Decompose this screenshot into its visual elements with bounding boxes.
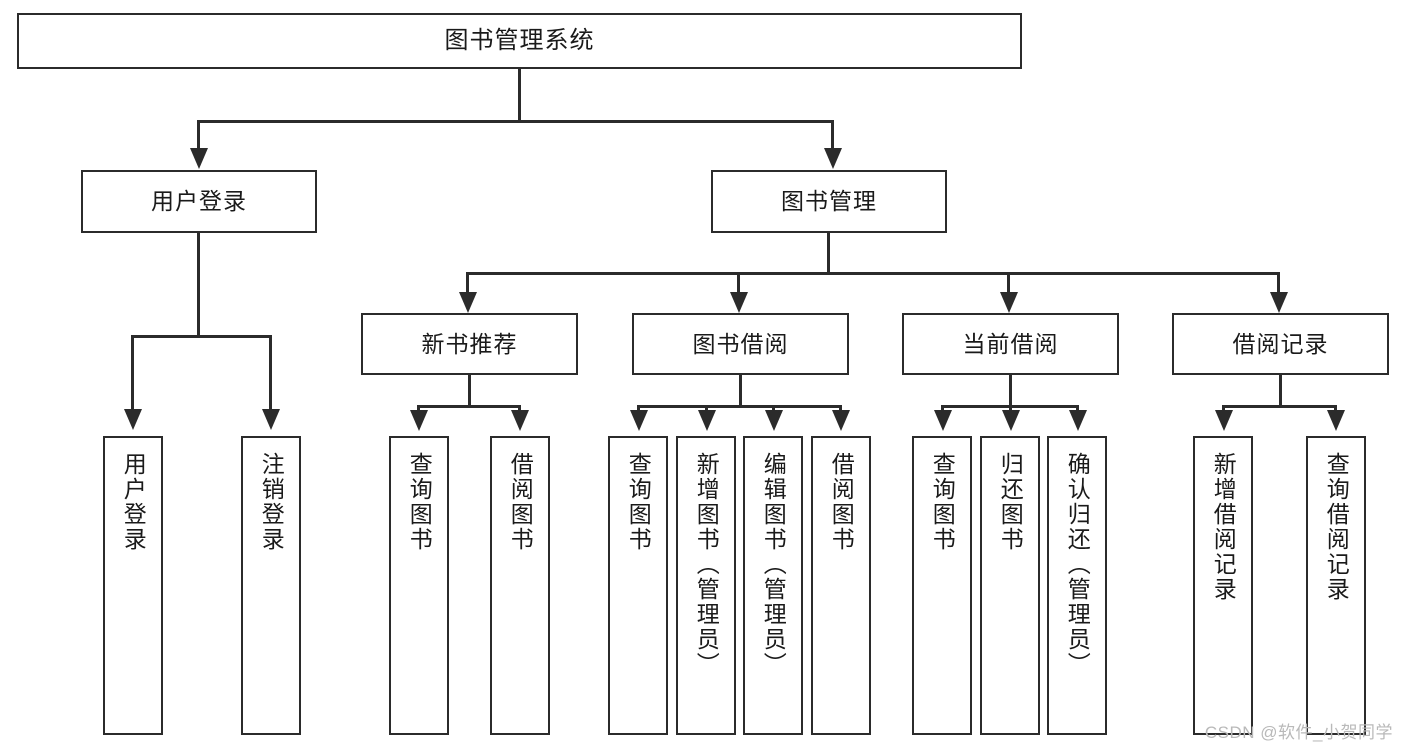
node-label: 借阅记录 [1232,330,1329,357]
connector-book-borrow-drop-3 [772,405,775,413]
leaf-borrow-book[interactable]: 借阅图书 [811,436,871,735]
arrow-to-leaf-query-record [1327,410,1345,431]
connector-user-login-drop-1 [131,335,134,411]
node-label: 图书管理 [781,188,877,214]
arrow-to-leaf-borrow-book-2 [832,410,850,431]
arrow-to-leaf-user-login [124,409,142,430]
connector-book-manage-stem [827,233,830,275]
node-label: 查询图书 [625,452,652,552]
node-label: 当前借阅 [962,330,1059,357]
connector-new-book-drop-1 [417,405,420,413]
leaf-edit-book-admin[interactable]: 编辑图书（管理员） [743,436,803,735]
arrow-to-current-borrow [1000,292,1018,313]
connector-current-borrow-drop-3 [1076,405,1079,413]
leaf-user-login[interactable]: 用户登录 [103,436,163,735]
node-label: 图书管理系统 [444,27,595,54]
leaf-add-borrow-record[interactable]: 新增借阅记录 [1193,436,1253,735]
node-label: 借阅图书 [828,452,855,552]
node-label: 查询图书 [406,452,433,552]
node-label: 图书借阅 [692,330,789,357]
connector-book-borrow-drop-2 [705,405,708,413]
arrow-to-leaf-logout [262,409,280,430]
connector-root-bar [197,120,834,123]
node-label: 借阅图书 [507,452,534,552]
connector-current-borrow-drop-1 [941,405,944,413]
connector-book-manage-drop-3 [1007,272,1010,294]
connector-book-manage-drop-2 [737,272,740,294]
arrow-to-leaf-edit-book [765,410,783,431]
node-new-book-recommend[interactable]: 新书推荐 [361,313,578,375]
leaf-confirm-return-admin[interactable]: 确认归还（管理员） [1047,436,1107,735]
connector-user-login-stem [197,233,200,337]
connector-book-borrow-drop-4 [839,405,842,413]
node-label: 查询图书 [929,452,956,552]
arrow-to-leaf-borrow-book-1 [511,410,529,431]
leaf-query-book-borrow[interactable]: 查询图书 [608,436,668,735]
connector-current-borrow-drop-2 [1009,405,1012,413]
node-root-system[interactable]: 图书管理系统 [17,13,1022,69]
arrow-to-leaf-query-book-1 [410,410,428,431]
arrow-to-leaf-query-book-3 [934,410,952,431]
leaf-query-borrow-record[interactable]: 查询借阅记录 [1306,436,1366,735]
connector-borrow-record-drop-2 [1334,405,1337,413]
node-label: 确认归还（管理员） [1064,452,1091,677]
leaf-query-book-recommend[interactable]: 查询图书 [389,436,449,735]
leaf-logout[interactable]: 注销登录 [241,436,301,735]
connector-user-login-drop-2 [269,335,272,411]
node-label: 新书推荐 [421,330,518,357]
connector-borrow-record-bar [1222,405,1337,408]
arrow-root-to-book-manage [824,148,842,169]
connector-borrow-record-drop-1 [1222,405,1225,413]
node-current-borrow[interactable]: 当前借阅 [902,313,1119,375]
connector-book-manage-drop-1 [466,272,469,294]
node-borrow-record[interactable]: 借阅记录 [1172,313,1389,375]
connector-book-borrow-stem [739,375,742,407]
connector-borrow-record-stem [1279,375,1282,407]
node-label: 归还图书 [997,452,1024,552]
leaf-add-book-admin[interactable]: 新增图书（管理员） [676,436,736,735]
leaf-return-book[interactable]: 归还图书 [980,436,1040,735]
connector-book-borrow-drop-1 [637,405,640,413]
node-label: 查询借阅记录 [1323,452,1350,602]
connector-root-drop-1 [197,120,200,150]
connector-new-book-drop-2 [518,405,521,413]
arrow-to-book-borrow [730,292,748,313]
csdn-watermark: CSDN @软件_小贺同学 [1204,723,1393,742]
node-label: 编辑图书（管理员） [760,452,787,677]
node-book-management[interactable]: 图书管理 [711,170,947,233]
arrow-to-leaf-confirm-return [1069,410,1087,431]
connector-current-borrow-stem [1009,375,1012,407]
arrow-to-leaf-query-book-2 [630,410,648,431]
connector-book-manage-bar [466,272,1280,275]
leaf-query-book-current[interactable]: 查询图书 [912,436,972,735]
connector-book-borrow-bar [637,405,841,408]
node-label: 用户登录 [120,452,147,552]
connector-book-manage-drop-4 [1277,272,1280,294]
arrow-to-leaf-add-record [1215,410,1233,431]
node-label: 用户登录 [151,188,247,214]
leaf-borrow-book-recommend[interactable]: 借阅图书 [490,436,550,735]
arrow-to-new-book-recommend [459,292,477,313]
arrow-to-borrow-record [1270,292,1288,313]
connector-new-book-bar [417,405,521,408]
connector-user-login-bar [131,335,272,338]
arrow-to-leaf-add-book [698,410,716,431]
node-label: 新增借阅记录 [1210,452,1237,602]
arrow-to-leaf-return-book [1002,410,1020,431]
node-label: 注销登录 [258,452,285,552]
connector-new-book-stem [468,375,471,407]
node-label: 新增图书（管理员） [693,452,720,677]
node-book-borrow[interactable]: 图书借阅 [632,313,849,375]
node-user-login[interactable]: 用户登录 [81,170,317,233]
connector-root-drop-2 [831,120,834,150]
arrow-root-to-user-login [190,148,208,169]
connector-root-stem [518,69,521,121]
